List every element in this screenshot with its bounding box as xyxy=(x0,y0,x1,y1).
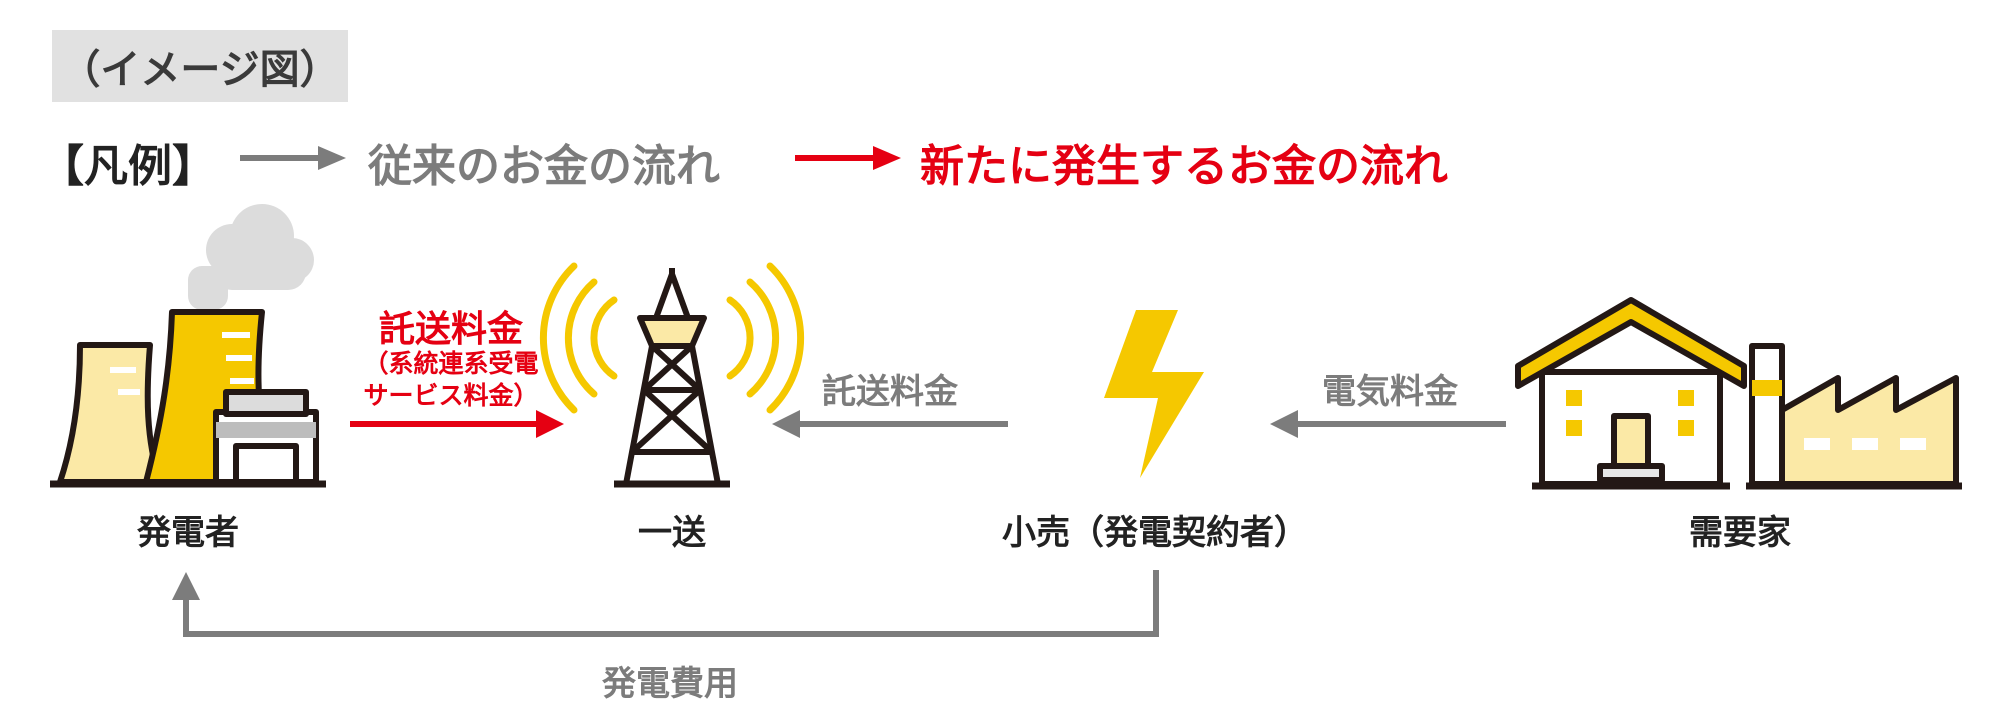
node-transmission-label: 一送 xyxy=(638,513,706,553)
badge-text: （イメージ図） xyxy=(60,47,340,93)
fee-red-sub1: （系統連系受電 xyxy=(363,349,539,378)
legend-new-flow-label: 新たに発生するお金の流れ xyxy=(920,141,1448,192)
node-retailer-label: 小売（発電契約者） xyxy=(1002,513,1308,553)
arrow-retailer-to-transmission xyxy=(772,410,1008,438)
arrow-generator-to-transmission xyxy=(350,410,564,438)
node-generator-label: 発電者 xyxy=(137,513,239,553)
legend-title: 【凡例】 xyxy=(40,141,216,192)
legend-red-arrow xyxy=(795,146,901,170)
arrow-retailer-to-generator xyxy=(172,570,1159,637)
factory-icon xyxy=(1746,343,1962,490)
smoke-cloud-icon xyxy=(188,204,314,310)
fee-red-title: 託送料金 xyxy=(378,309,523,350)
fee-retail-to-trans-label: 託送料金 xyxy=(822,372,958,412)
arrow-consumer-to-retailer xyxy=(1270,410,1506,438)
legend-old-flow-label: 従来のお金の流れ xyxy=(368,141,720,192)
signal-waves-icon xyxy=(539,262,805,414)
transmission-tower-icon xyxy=(539,262,805,488)
legend-gray-arrow xyxy=(240,146,346,170)
house-icon xyxy=(1515,297,1747,490)
fee-consumer-to-retail-label: 電気料金 xyxy=(1322,372,1458,412)
fee-red-sub2: サービス料金） xyxy=(363,381,539,410)
fee-retail-to-gen-label: 発電費用 xyxy=(602,664,738,704)
node-consumer-label: 需要家 xyxy=(1689,513,1791,553)
diagram-type-badge: （イメージ図） xyxy=(52,30,348,102)
lightning-bolt-icon xyxy=(1104,310,1204,478)
power-plant-icon xyxy=(50,204,326,488)
